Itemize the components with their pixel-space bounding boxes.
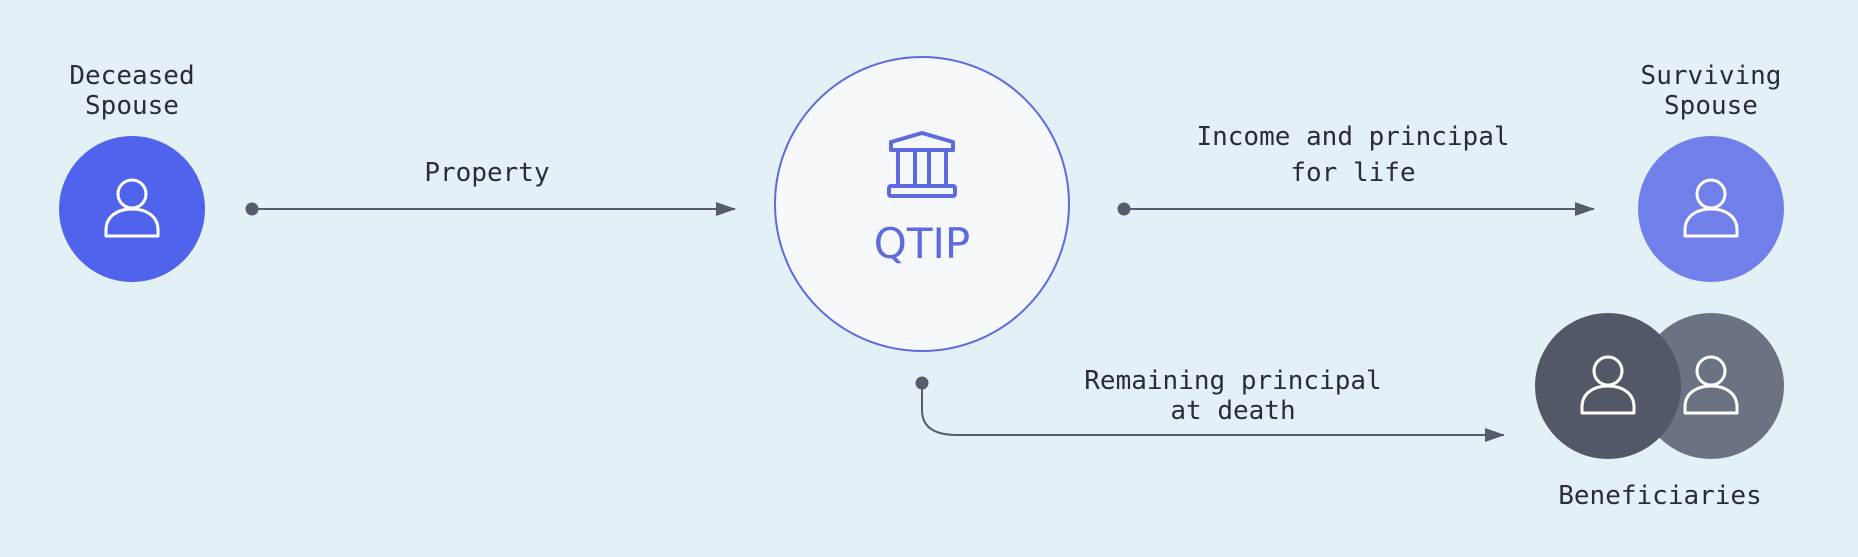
qtip-circle — [774, 56, 1070, 352]
connector-arrow — [921, 383, 1505, 442]
deceased-spouse-node: Deceased Spouse — [59, 61, 205, 282]
remaining-connector: Remaining principal at death — [915, 366, 1505, 442]
income-edge-label-line2: for life — [1290, 158, 1415, 188]
beneficiaries-label: Beneficiaries — [1558, 481, 1762, 511]
remaining-edge-label-line1: Remaining principal — [1084, 366, 1381, 396]
surviving-spouse-label-line1: Surviving — [1641, 61, 1782, 91]
property-edge-label: Property — [424, 158, 549, 188]
beneficiaries-node: Beneficiaries — [1535, 313, 1784, 511]
qtip-label: QTIP — [874, 219, 970, 268]
deceased-spouse-label-line2: Spouse — [85, 91, 179, 121]
deceased-spouse-label-line1: Deceased — [69, 61, 194, 91]
income-connector: Income and principal for life — [1117, 122, 1595, 216]
surviving-spouse-label-line2: Spouse — [1664, 91, 1758, 121]
bank-icon — [887, 131, 957, 198]
qtip-trust-node: QTIP — [774, 56, 1070, 352]
property-connector: Property — [245, 158, 736, 216]
remaining-edge-label-line2: at death — [1170, 396, 1295, 426]
income-edge-label-line1: Income and principal — [1196, 122, 1509, 152]
surviving-spouse-node: Surviving Spouse — [1638, 61, 1784, 282]
